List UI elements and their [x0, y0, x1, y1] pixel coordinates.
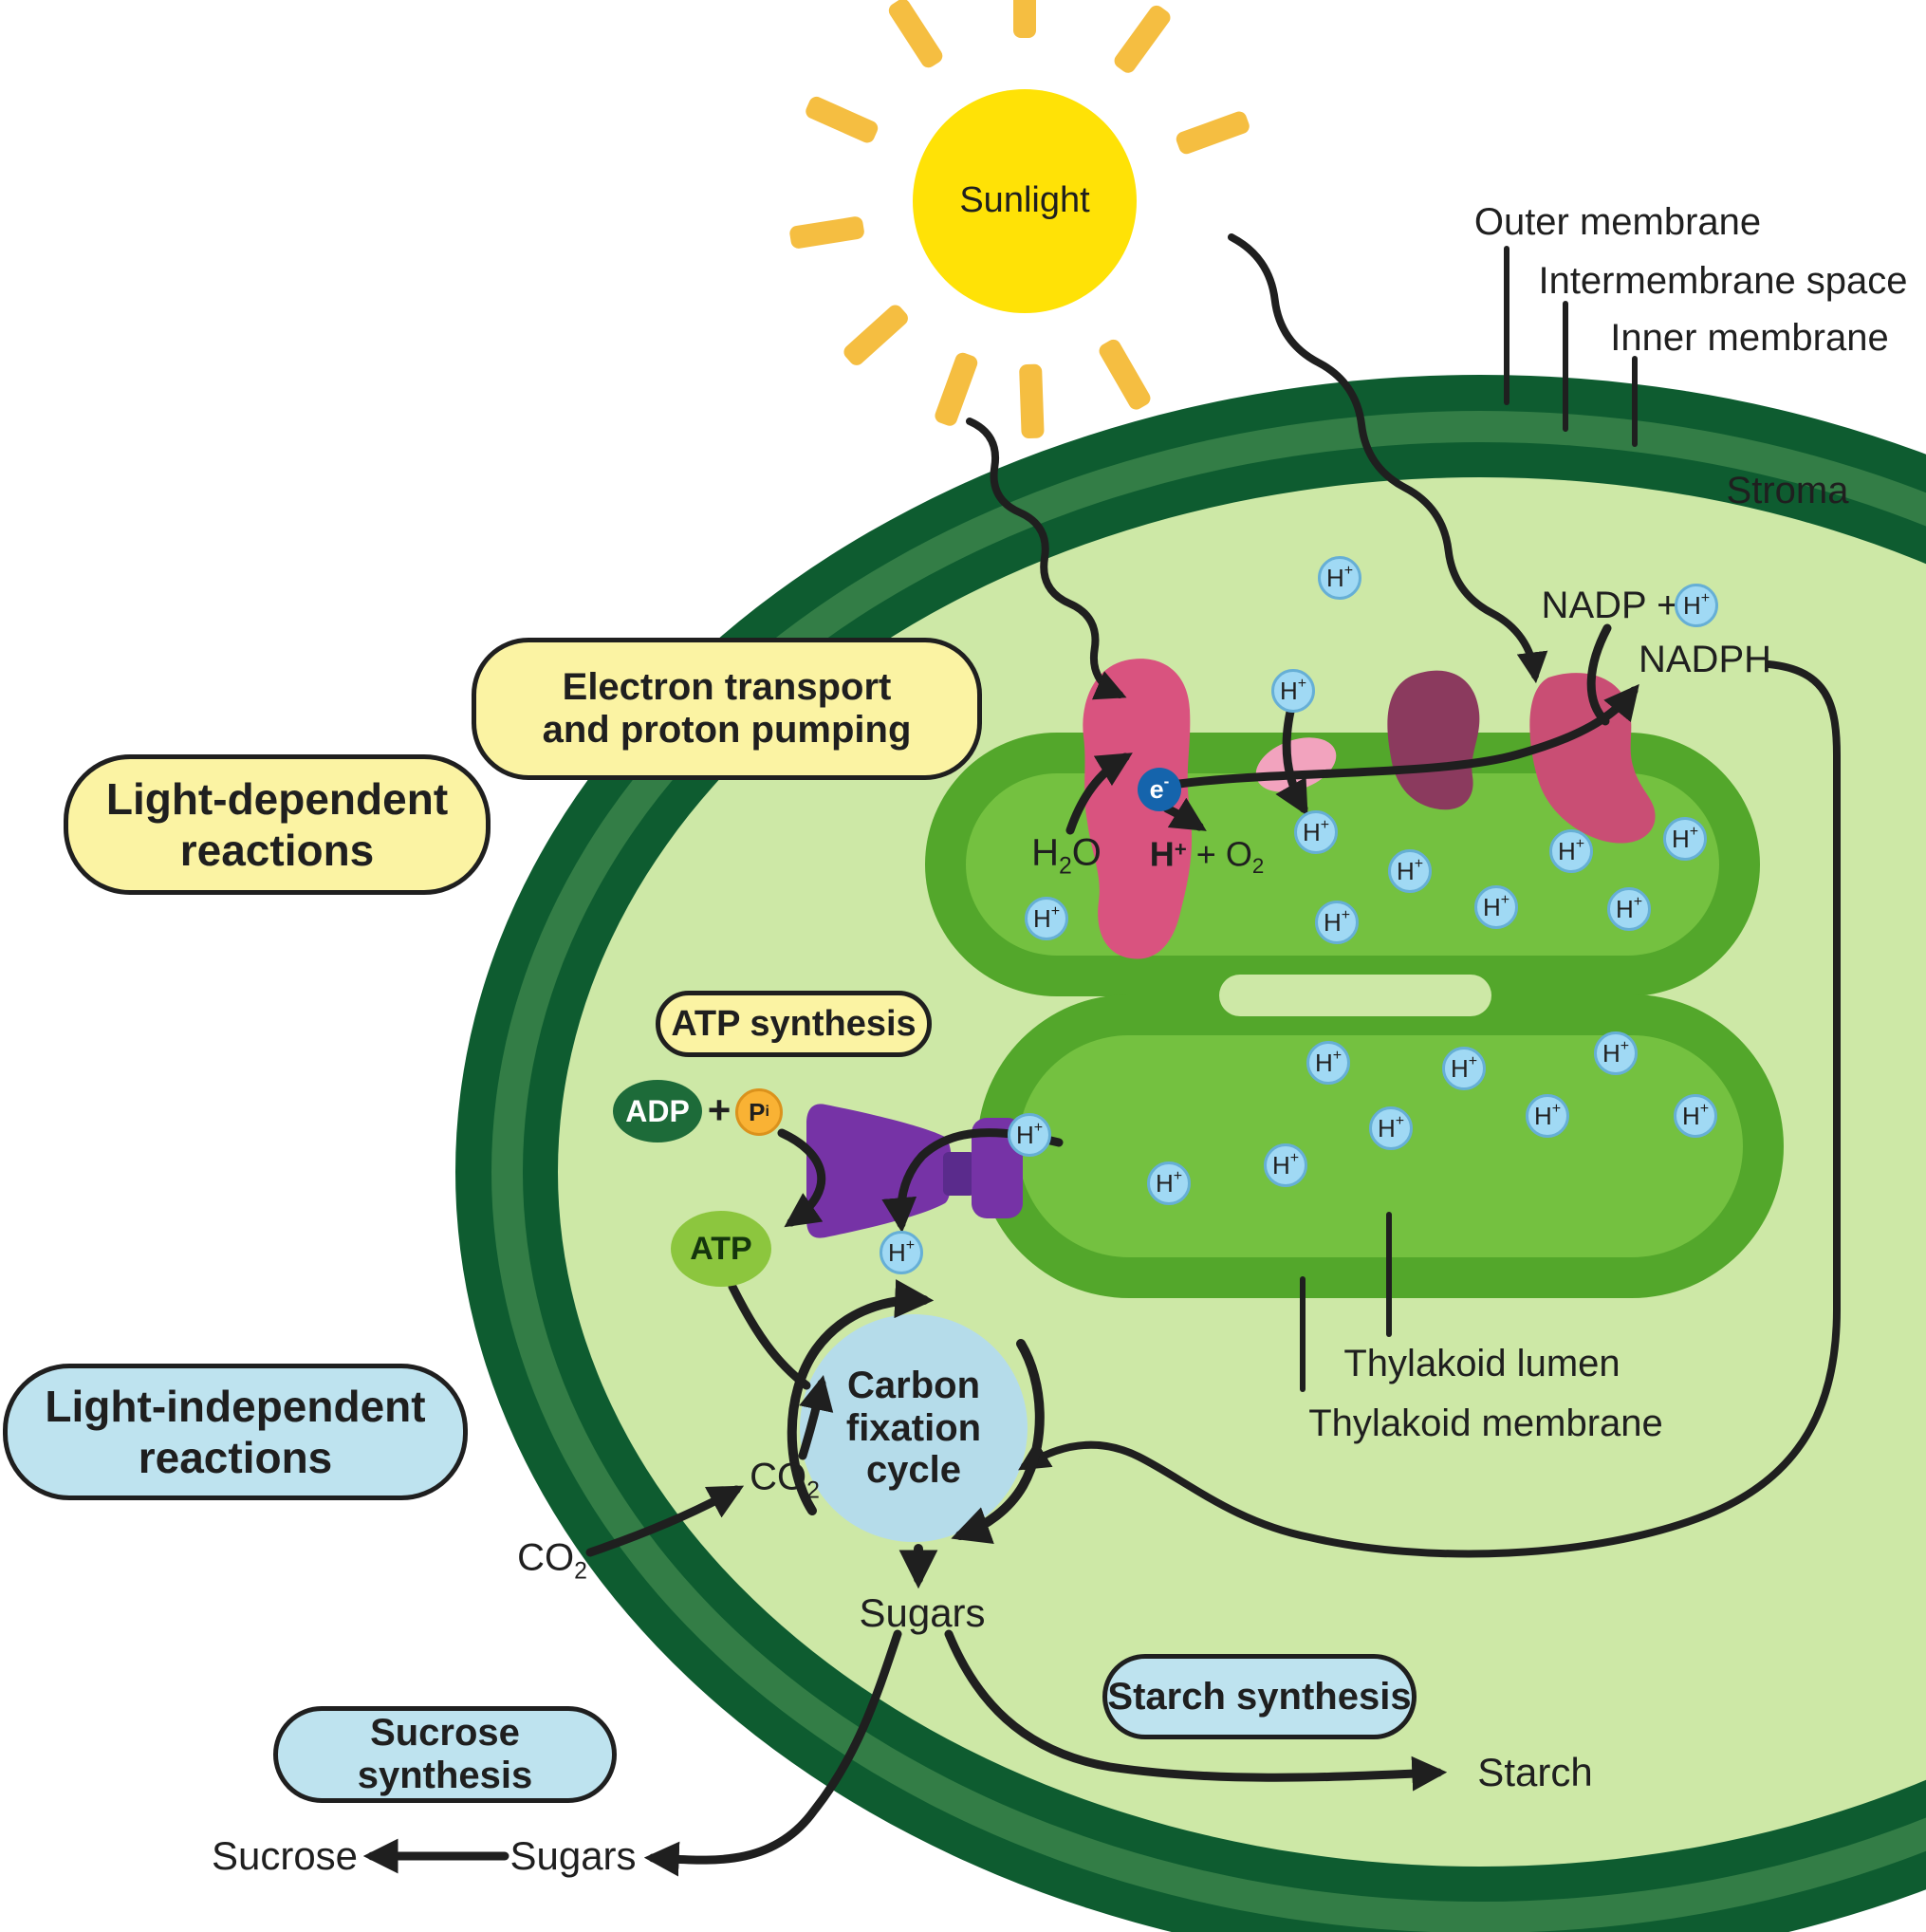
starch-synthesis-box: Starch synthesis: [1102, 1654, 1417, 1739]
co2-import-arrow: [585, 1485, 745, 1557]
light-dependent-box: Light-dependent reactions: [64, 754, 491, 895]
h-plus-ion: H+: [1294, 810, 1338, 854]
electron-charge: -: [1163, 772, 1170, 790]
sun-icon: [789, 0, 1250, 438]
sucrose-label: Sucrose: [211, 1832, 359, 1878]
pi-subscript: i: [765, 1104, 769, 1120]
photosystem-ii-complex: [1083, 659, 1193, 959]
h-plus-ion: H+: [880, 1231, 923, 1274]
h-plus-ion: H+: [1526, 1094, 1569, 1138]
h-plus-ion: H+: [1674, 1094, 1717, 1138]
h-plus-ion: H+: [1442, 1047, 1486, 1090]
electron-transport-line1: Electron transport: [562, 666, 892, 708]
h-plus-ion: H+: [1008, 1113, 1051, 1157]
electron-symbol: e: [1149, 774, 1164, 804]
electron-particle: e-: [1138, 768, 1181, 811]
co2-into-cycle-arrow: [798, 1374, 834, 1460]
atp-synthesis-box: ATP synthesis: [656, 991, 932, 1057]
light-independent-box: Light-independent reactions: [3, 1364, 468, 1500]
starch-synthesis-label: Starch synthesis: [1107, 1675, 1412, 1718]
nadp-label: NADP +: [1541, 585, 1679, 626]
cytochrome-complex: [1387, 670, 1480, 810]
nadph-to-cycle-line: [1018, 660, 1841, 1558]
h-plus-ion: H+: [1264, 1143, 1307, 1187]
sugars-export-arrow: [643, 1629, 902, 1877]
h-plus-ion: H+: [1549, 829, 1593, 873]
sucrose-synthesis-label: Sucrose synthesis: [357, 1712, 533, 1796]
inner-membrane-label: Inner membrane: [1610, 317, 1889, 359]
light-independent-line1: Light-independent: [45, 1382, 426, 1431]
water-label: H2O: [1031, 831, 1102, 880]
atp-synthase-head: [806, 1104, 953, 1238]
cycle-left-arc: [787, 1279, 935, 1515]
adp-label: ADP: [625, 1093, 690, 1128]
starch-label: Starch: [1477, 1749, 1593, 1794]
photon-arrow-to-psi: [1228, 233, 1548, 684]
h-plus-ion: H+: [1318, 556, 1361, 600]
h-plus-ion: H+: [1147, 1161, 1191, 1205]
nadph-label: NADPH: [1638, 639, 1772, 680]
photon-arrow-to-psii: [966, 418, 1127, 700]
adp-molecule: ADP: [613, 1080, 702, 1142]
pi-label: P: [749, 1097, 766, 1126]
atp-synthesis-label: ATP synthesis: [671, 1003, 917, 1044]
h-plus-ion: H+: [1474, 885, 1518, 929]
electron-transport-line2: and proton pumping: [542, 709, 912, 751]
light-dependent-line1: Light-dependent: [105, 774, 449, 824]
h-plus-ion: H+: [1315, 901, 1359, 944]
sugars-inner-label: Sugars: [859, 1589, 986, 1635]
co2-inner-label: CO2: [750, 1456, 820, 1504]
plus-sign: +: [707, 1087, 732, 1132]
electron-to-oxygen-arrow: [1162, 797, 1207, 831]
outer-membrane-label: Outer membrane: [1473, 201, 1762, 243]
thylakoid-right-notch: [1713, 976, 1805, 1014]
h-plus-ion: H+: [1607, 887, 1651, 931]
proton-oxygen-label: H+ + O2: [1149, 834, 1265, 879]
h-plus-ion: H+: [1271, 669, 1315, 713]
sunlight-label: Sunlight: [959, 180, 1090, 221]
light-dependent-line2: reactions: [179, 826, 375, 875]
atp-to-cycle-line: [728, 1282, 811, 1390]
sugars-to-starch-arrow: [944, 1629, 1448, 1792]
atp-synthase-stalk: [943, 1152, 975, 1196]
pi-to-atp-arrow: [777, 1128, 826, 1228]
atp-label: ATP: [690, 1230, 752, 1267]
cycle-label-line3: cycle: [865, 1449, 962, 1492]
thylakoid-lumen-label: Thylakoid lumen: [1343, 1343, 1620, 1384]
h-plus-ion: H+: [1306, 1041, 1350, 1085]
electron-transport-box: Electron transport and proton pumping: [472, 638, 982, 780]
carbon-fixation-cycle: Carbon fixation cycle: [800, 1314, 1028, 1542]
cycle-label-line1: Carbon: [847, 1364, 980, 1406]
h-plus-ion: H+: [1594, 1031, 1638, 1075]
intermembrane-space-label: Intermembrane space: [1538, 260, 1908, 302]
stroma-label: Stroma: [1726, 470, 1849, 511]
co2-outer-label: CO2: [517, 1536, 587, 1585]
cycle-label-line2: fixation: [845, 1406, 982, 1449]
leader-lines: [1300, 246, 1638, 1392]
h-plus-ion: H+: [1025, 897, 1068, 940]
atp-molecule: ATP: [671, 1211, 771, 1287]
sucrose-synthesis-box: Sucrose synthesis: [273, 1706, 617, 1803]
h-plus-ion: H+: [1663, 817, 1707, 861]
light-independent-line2: reactions: [138, 1433, 333, 1482]
nadp-feed-line: [1586, 623, 1612, 726]
water-to-psii-arrow: [1065, 752, 1133, 835]
cycle-right-arc: [951, 1339, 1045, 1544]
h-plus-ion: H+: [1675, 584, 1718, 627]
sun-disc: [913, 89, 1137, 313]
proton-channel-arrow: [1275, 707, 1308, 817]
h-plus-ion: H+: [1388, 849, 1432, 893]
thylakoid-membrane-label: Thylakoid membrane: [1308, 1403, 1663, 1444]
h-plus-ion: H+: [1369, 1106, 1413, 1150]
sugars-outer-label: Sugars: [509, 1832, 637, 1878]
thylakoid-middle-gap: [1219, 975, 1491, 1016]
